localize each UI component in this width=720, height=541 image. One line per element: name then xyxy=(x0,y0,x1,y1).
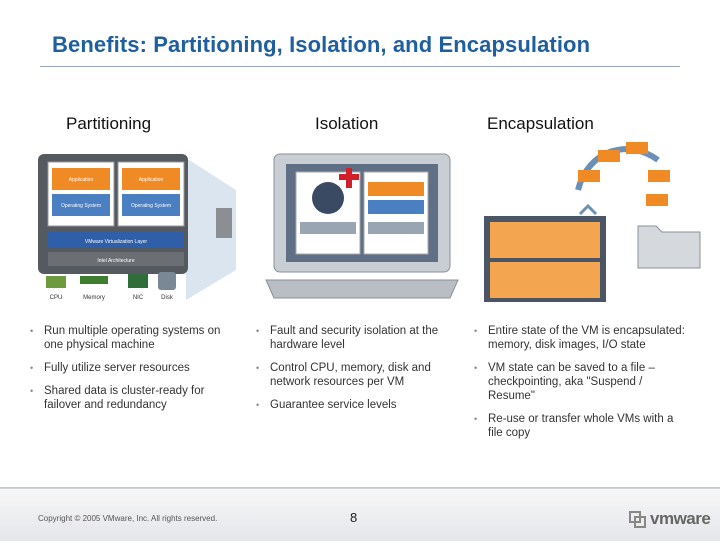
cpu-chip xyxy=(46,276,66,288)
virtualization-layer xyxy=(48,232,184,248)
list-item: Re-use or transfer whole VMs with a file… xyxy=(474,412,690,440)
list-item: Guarantee service levels xyxy=(256,398,470,412)
vm-left-bar xyxy=(300,222,356,234)
partitioning-diagram: Application Application Operating System… xyxy=(38,154,236,301)
copyright-text: Copyright © 2005 VMware, Inc. All rights… xyxy=(38,514,218,523)
os-label-left: Operating System xyxy=(61,203,101,209)
file-chip-4 xyxy=(648,170,670,182)
os-label-right: Operating System xyxy=(131,203,171,209)
list-item: Entire state of the VM is encapsulated: … xyxy=(474,324,690,352)
hw-label-nic: NIC xyxy=(133,295,144,301)
heading-isolation: Isolation xyxy=(315,114,379,133)
arrow-icon xyxy=(578,203,598,216)
memory-stick xyxy=(80,276,108,284)
os-box-right xyxy=(368,200,424,214)
hw-label-memory: Memory xyxy=(83,295,105,301)
footer-band xyxy=(0,488,720,541)
file-chip-3 xyxy=(626,142,648,154)
list-item: Fully utilize server resources xyxy=(30,361,240,375)
file-chip-1 xyxy=(578,170,600,182)
laptop-keyboard-base xyxy=(265,279,459,299)
intel-architecture-layer xyxy=(48,252,184,266)
partitioning-bullets: Run multiple operating systems on one ph… xyxy=(30,324,240,421)
rack-vms-bottom xyxy=(490,262,600,298)
rack-vms-top xyxy=(490,222,600,258)
list-item: Shared data is cluster-ready for failove… xyxy=(30,384,240,412)
crashed-vm-icon xyxy=(312,182,344,214)
isolation-bullets: Fault and security isolation at the hard… xyxy=(256,324,470,421)
app-box-left xyxy=(52,168,110,190)
file-chip-2 xyxy=(598,150,620,162)
vm-right-bar xyxy=(368,222,424,234)
perspective-shade xyxy=(186,158,236,300)
title-divider xyxy=(40,66,680,67)
folder-icon xyxy=(637,225,701,269)
heading-partitioning: Partitioning xyxy=(66,114,152,133)
disk-drive xyxy=(158,272,176,290)
list-item: VM state can be saved to a file – checkp… xyxy=(474,361,690,403)
list-item: Fault and security isolation at the hard… xyxy=(256,324,470,352)
virtualization-layer-label: VMware Virtualization Layer xyxy=(85,239,147,245)
nic-card xyxy=(128,274,148,288)
os-box-left xyxy=(52,194,110,216)
app-label-left: Application xyxy=(69,177,94,183)
os-box-right xyxy=(122,194,180,216)
slide-title: Benefits: Partitioning, Isolation, and E… xyxy=(52,32,591,57)
server-icon xyxy=(216,208,232,238)
intel-architecture-label: Intel Architecture xyxy=(97,258,134,264)
vmware-logo-text: vmware xyxy=(650,509,711,528)
hw-label-disk: Disk xyxy=(161,295,174,301)
heading-encapsulation: Encapsulation xyxy=(487,114,594,133)
isolation-diagram xyxy=(265,153,459,299)
encapsulation-bullets: Entire state of the VM is encapsulated: … xyxy=(474,324,690,449)
encapsulation-diagram xyxy=(484,142,701,302)
file-chip-5 xyxy=(646,194,668,206)
hw-label-cpu: CPU xyxy=(50,295,63,301)
page-number: 8 xyxy=(350,510,358,525)
vmware-logo-icon xyxy=(629,511,646,528)
app-label-right: Application xyxy=(139,177,164,183)
app-box-right xyxy=(368,182,424,196)
list-item: Run multiple operating systems on one ph… xyxy=(30,324,240,352)
app-box-right xyxy=(122,168,180,190)
list-item: Control CPU, memory, disk and network re… xyxy=(256,361,470,389)
